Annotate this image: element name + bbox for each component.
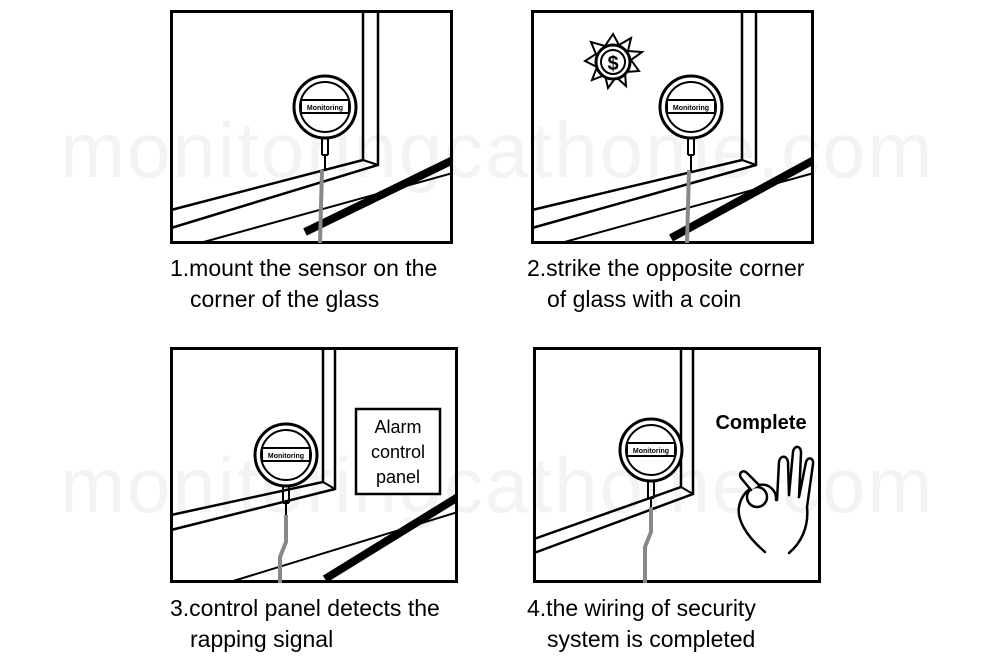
step-1-caption: 1.mount the sensor on the corner of the … (170, 253, 437, 315)
step-4-line1: 4.the wiring of security (527, 595, 756, 621)
sensor-label: Monitoring (673, 105, 709, 112)
step-2-line1: 2.strike the opposite corner (527, 255, 805, 281)
ok-hand-icon (737, 445, 815, 555)
sensor-icon: Monitoring (292, 74, 358, 171)
sensor-label: Monitoring (633, 448, 669, 455)
sensor-icon: Monitoring (658, 74, 724, 171)
alarm-panel-line2: control (371, 442, 425, 462)
alarm-control-panel: Alarm control panel (354, 407, 442, 496)
sensor-icon: Monitoring (618, 417, 684, 507)
step-4-line2: system is completed (547, 626, 756, 652)
step-2-caption: 2.strike the opposite corner of glass wi… (527, 253, 804, 315)
coin-burst-icon: $ (582, 32, 645, 91)
step-2-panel: $ Monitoring (531, 10, 814, 244)
sensor-icon: Monitoring (253, 422, 319, 515)
step-4-panel: Complete Monitoring (533, 347, 821, 583)
step-1-line1: 1.mount the sensor on the (170, 255, 438, 281)
watermark: monitoringcathome.com (60, 106, 935, 194)
alarm-panel-line3: panel (376, 467, 420, 487)
step-3-caption: 3.control panel detects the rapping sign… (170, 593, 440, 655)
step-3-line2: rapping signal (190, 626, 334, 652)
step-3-line1: 3.control panel detects the (170, 595, 440, 621)
step-2-line2: of glass with a coin (547, 286, 742, 312)
sensor-label: Monitoring (268, 453, 304, 460)
alarm-panel-line1: Alarm (374, 417, 421, 437)
step-1-panel: Monitoring (170, 10, 453, 244)
step-4-caption: 4.the wiring of security system is compl… (527, 593, 756, 655)
complete-text: Complete (715, 412, 806, 434)
sensor-label: Monitoring (307, 105, 343, 112)
step-3-panel: Monitoring Alarm control panel (170, 347, 458, 583)
coin-symbol: $ (607, 53, 618, 75)
step-1-line2: corner of the glass (190, 286, 380, 312)
